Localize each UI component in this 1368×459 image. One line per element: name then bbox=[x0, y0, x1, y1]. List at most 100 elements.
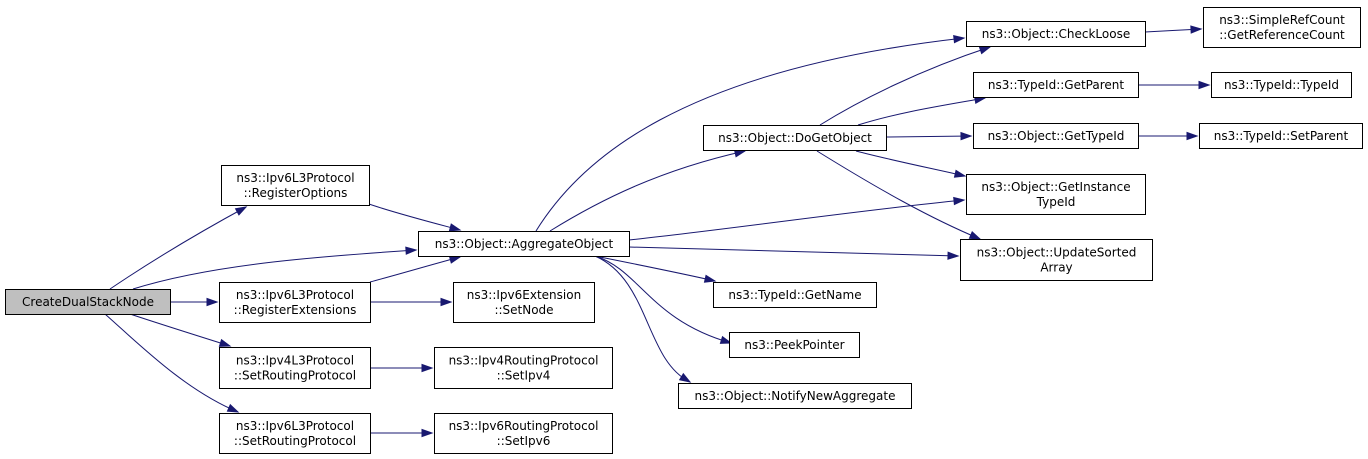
arrowhead-icon bbox=[226, 403, 240, 413]
node-peek[interactable]: ns3::PeekPointer bbox=[729, 332, 860, 358]
node-getname[interactable]: ns3::TypeId::GetName bbox=[713, 282, 877, 308]
arrowhead-icon bbox=[448, 223, 462, 232]
edges-layer bbox=[104, 25, 1211, 438]
edge-line bbox=[819, 46, 991, 126]
node-label: ::SetIpv6 bbox=[497, 434, 551, 448]
arrowhead-icon bbox=[421, 428, 434, 438]
node-label: TypeId bbox=[1036, 195, 1076, 209]
edge-v4srp-to-setipv4 bbox=[370, 363, 434, 373]
node-setipv6[interactable]: ns3::Ipv6RoutingProtocol::SetIpv6 bbox=[434, 413, 613, 454]
node-box bbox=[713, 282, 877, 308]
node-label: CreateDualStackNode bbox=[22, 295, 154, 309]
edge-gettypeid-to-setparent bbox=[1138, 131, 1199, 141]
arrowhead-icon bbox=[953, 35, 966, 44]
node-label: ns3::Object::AggregateObject bbox=[435, 237, 614, 251]
arrowhead-icon bbox=[1186, 131, 1199, 141]
edge-line bbox=[885, 135, 972, 138]
edge-line bbox=[816, 150, 981, 240]
arrowhead-icon bbox=[421, 363, 434, 373]
edge-line bbox=[855, 150, 966, 177]
edge-root-to-aggr bbox=[132, 246, 418, 290]
node-box bbox=[221, 165, 370, 206]
node-box bbox=[966, 174, 1146, 215]
node-box bbox=[729, 332, 860, 358]
edge-line bbox=[109, 206, 247, 290]
node-label: ::RegisterExtensions bbox=[234, 303, 357, 317]
node-refcount[interactable]: ns3::SimpleRefCount::GetReferenceCount bbox=[1203, 7, 1361, 48]
nodes-layer: CreateDualStackNodens3::Ipv6L3Protocol::… bbox=[5, 7, 1363, 454]
node-box bbox=[418, 231, 630, 257]
edge-aggr-to-notify bbox=[594, 255, 692, 383]
edge-checkloose-to-refcount bbox=[1144, 25, 1203, 34]
edge-root-to-v6srp bbox=[104, 313, 240, 413]
node-regext[interactable]: ns3::Ipv6L3Protocol::RegisterExtensions bbox=[219, 282, 371, 323]
edge-aggr-to-dogetobj bbox=[549, 149, 747, 232]
arrowhead-icon bbox=[440, 297, 453, 307]
edge-line bbox=[535, 37, 965, 232]
node-box bbox=[1211, 72, 1352, 98]
node-setipv4[interactable]: ns3::Ipv4RoutingProtocol::SetIpv4 bbox=[434, 347, 613, 389]
node-label: ns3::Object::NotifyNewAggregate bbox=[695, 389, 896, 403]
node-label: ns3::TypeId::GetParent bbox=[988, 78, 1124, 92]
edge-regext-to-aggr bbox=[369, 255, 462, 283]
node-box bbox=[434, 413, 613, 454]
node-v6srp[interactable]: ns3::Ipv6L3Protocol::SetRoutingProtocol bbox=[219, 413, 371, 454]
node-box bbox=[219, 282, 371, 323]
node-v4srp[interactable]: ns3::Ipv4L3Protocol::SetRoutingProtocol bbox=[219, 347, 371, 389]
arrowhead-icon bbox=[1190, 25, 1203, 34]
node-label: ::SetNode bbox=[494, 303, 553, 317]
node-label: ns3::SimpleRefCount bbox=[1219, 13, 1345, 27]
node-checkloose[interactable]: ns3::Object::CheckLoose bbox=[966, 21, 1146, 47]
node-box bbox=[973, 123, 1139, 149]
edge-line bbox=[628, 246, 959, 257]
edge-dogetobj-to-gettypeid bbox=[885, 131, 973, 141]
node-label: ns3::Object::GetTypeId bbox=[988, 129, 1125, 143]
node-label: ns3::PeekPointer bbox=[744, 338, 844, 352]
node-box bbox=[1203, 7, 1361, 48]
edge-dogetobj-to-getinst bbox=[855, 150, 967, 178]
node-label: ns3::Ipv4L3Protocol bbox=[236, 354, 354, 368]
node-box bbox=[219, 413, 371, 454]
edge-line bbox=[628, 199, 965, 241]
node-label: ns3::Ipv6RoutingProtocol bbox=[449, 419, 599, 433]
arrowhead-icon bbox=[448, 255, 462, 264]
edge-root-to-regext bbox=[170, 297, 219, 307]
node-label: ns3::Object::DoGetObject bbox=[718, 131, 872, 145]
node-getparent[interactable]: ns3::TypeId::GetParent bbox=[973, 72, 1139, 98]
node-box bbox=[219, 347, 371, 389]
node-label: ::SetIpv4 bbox=[497, 369, 551, 383]
node-box bbox=[453, 282, 595, 323]
edge-line bbox=[594, 255, 716, 282]
node-regopts[interactable]: ns3::Ipv6L3Protocol::RegisterOptions bbox=[221, 165, 370, 206]
arrowhead-icon bbox=[947, 251, 960, 260]
arrowhead-icon bbox=[218, 338, 232, 347]
node-gettypeid[interactable]: ns3::Object::GetTypeId bbox=[973, 123, 1139, 149]
node-setparent[interactable]: ns3::TypeId::SetParent bbox=[1199, 123, 1363, 149]
edge-root-to-regopts bbox=[109, 206, 248, 290]
node-label: ns3::Object::GetInstance bbox=[981, 180, 1130, 194]
node-notify[interactable]: ns3::Object::NotifyNewAggregate bbox=[678, 383, 912, 409]
node-aggr[interactable]: ns3::Object::AggregateObject bbox=[418, 231, 630, 257]
edge-root-to-v4srp bbox=[129, 313, 232, 347]
node-box bbox=[973, 72, 1139, 98]
edge-dogetobj-to-updsorted bbox=[816, 150, 982, 240]
edge-dogetobj-to-getparent bbox=[857, 95, 987, 126]
arrowhead-icon bbox=[234, 206, 248, 216]
node-typeidctor[interactable]: ns3::TypeId::TypeId bbox=[1211, 72, 1352, 98]
node-label: ns3::Ipv6Extension bbox=[467, 288, 581, 302]
node-label: ::SetRoutingProtocol bbox=[234, 434, 356, 448]
node-box bbox=[966, 21, 1146, 47]
node-box bbox=[703, 125, 887, 151]
node-label: ns3::Ipv6L3Protocol bbox=[236, 171, 354, 185]
edge-line bbox=[132, 249, 417, 290]
node-label: ns3::Object::CheckLoose bbox=[982, 27, 1130, 41]
node-setnode[interactable]: ns3::Ipv6Extension::SetNode bbox=[453, 282, 595, 323]
node-label: ::RegisterOptions bbox=[244, 186, 348, 200]
node-box bbox=[5, 289, 171, 315]
node-box bbox=[1199, 123, 1363, 149]
node-dogetobj[interactable]: ns3::Object::DoGetObject bbox=[703, 125, 887, 151]
arrowhead-icon bbox=[953, 169, 967, 178]
